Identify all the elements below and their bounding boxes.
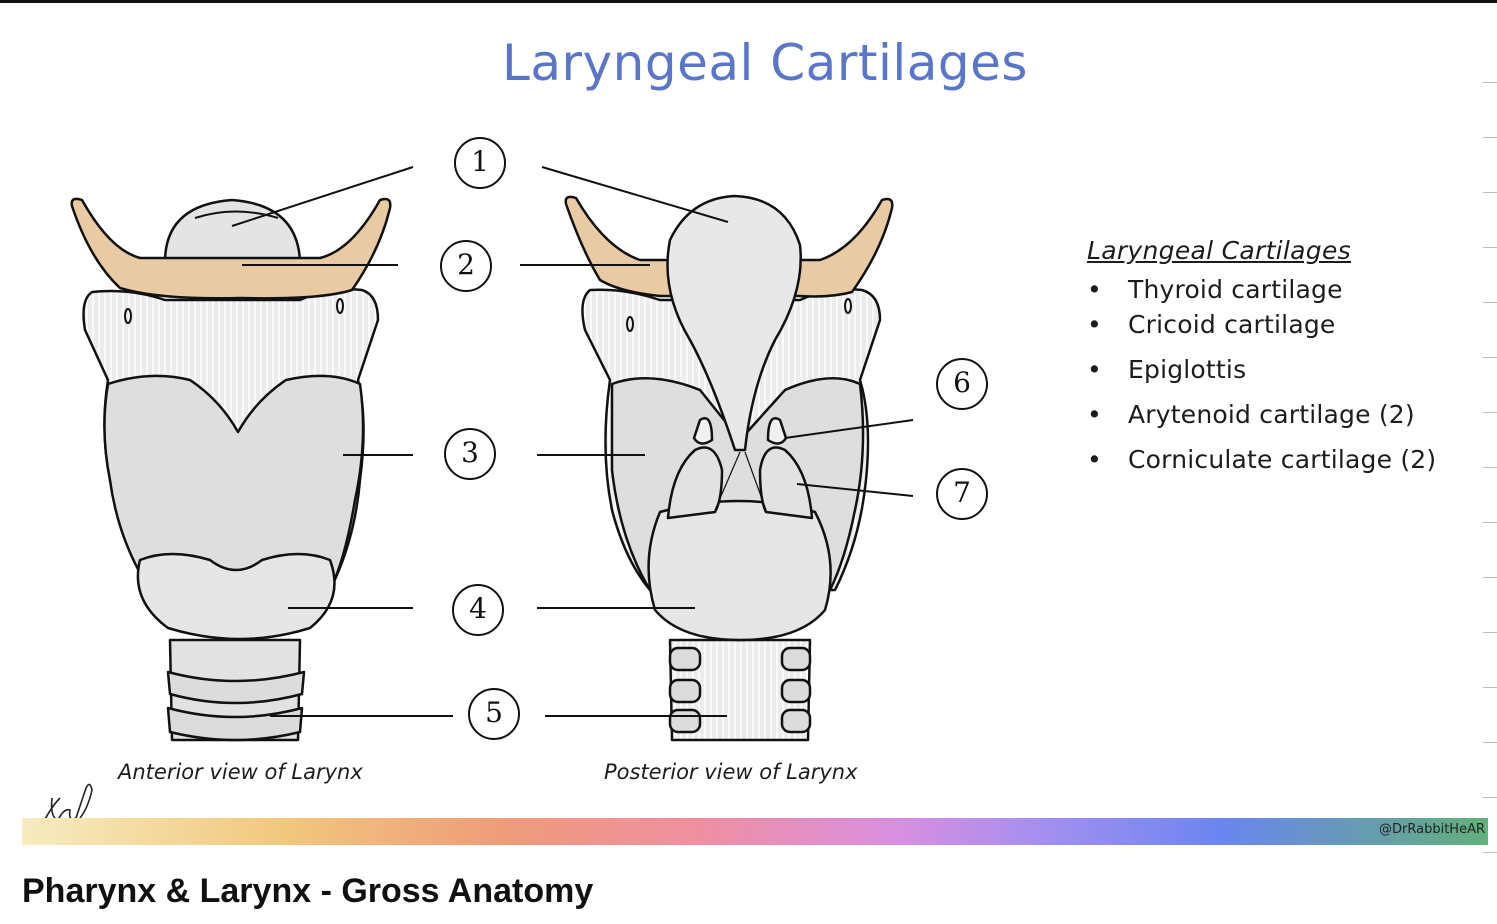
rainbow-bar (22, 818, 1488, 845)
marker-5: 5 (468, 688, 520, 740)
marker-2: 2 (440, 240, 492, 292)
anterior-cricoid (136, 552, 336, 641)
anterior-caption: Anterior view of Larynx (118, 760, 363, 784)
marker-4: 4 (452, 584, 504, 636)
posterior-hyoid (564, 195, 894, 298)
posterior-epiglottis (666, 194, 802, 452)
corniculate-right (766, 417, 788, 445)
edge-ticks (1483, 30, 1497, 890)
marker-1: 1 (454, 137, 506, 189)
anterior-larynx (70, 197, 392, 742)
top-border (0, 0, 1497, 3)
anterior-epiglottis (163, 198, 302, 264)
author-handle: @DrRabbitHeAR (1379, 822, 1485, 837)
legend-item: Thyroid cartilage (1087, 275, 1487, 304)
marker-6: 6 (936, 358, 988, 410)
marker-3: 3 (444, 428, 496, 480)
posterior-cricoid (647, 499, 832, 642)
legend-item: Cricoid cartilage (1087, 310, 1487, 339)
corniculate-left (692, 417, 714, 445)
legend-item: Arytenoid cartilage (2) (1087, 400, 1487, 429)
anterior-hyoid (70, 197, 392, 300)
posterior-larynx (564, 194, 894, 742)
slide-title: Laryngeal Cartilages (502, 34, 1028, 92)
marker-7: 7 (936, 468, 988, 520)
legend-item: Corniculate cartilage (2) (1087, 445, 1487, 474)
legend-list: Thyroid cartilage Cricoid cartilage Epig… (1087, 275, 1487, 474)
video-title: Pharynx & Larynx - Gross Anatomy (22, 872, 594, 910)
leader-lines (231, 166, 914, 717)
legend: Laryngeal Cartilages Thyroid cartilage C… (1087, 236, 1487, 474)
legend-title: Laryngeal Cartilages (1087, 236, 1351, 265)
legend-item: Epiglottis (1087, 355, 1487, 384)
posterior-caption: Posterior view of Larynx (604, 760, 858, 784)
